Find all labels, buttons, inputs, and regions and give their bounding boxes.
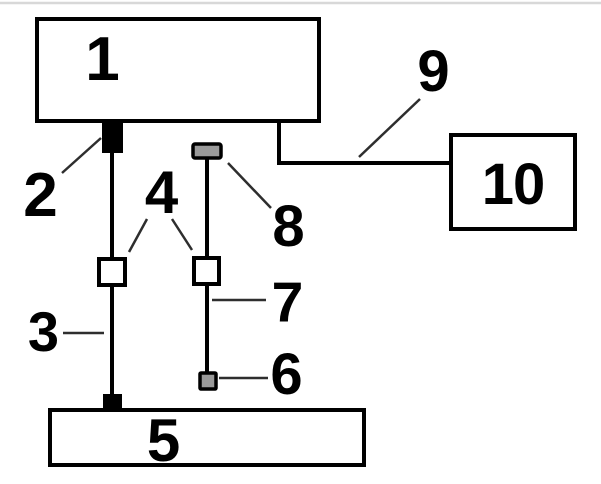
ref-label-10: 10: [481, 152, 546, 217]
box-10: [449, 133, 577, 231]
connector-9-line: [277, 121, 452, 165]
gray-tab-8: [191, 142, 223, 160]
pointer-line-4-left: [127, 218, 149, 253]
black-stub-on-box-5: [103, 394, 122, 409]
square-4b: [192, 256, 221, 286]
pointer-line-2: [61, 137, 102, 174]
ref-label-2: 2: [23, 161, 57, 230]
pointer-line-8: [227, 162, 272, 209]
square-4a: [97, 257, 127, 287]
box-1: [35, 17, 321, 123]
ref-label-7: 7: [271, 270, 304, 335]
ref-label-6: 6: [270, 342, 302, 407]
ref-label-1: 1: [85, 25, 119, 94]
pointer-line-4-right: [170, 218, 194, 251]
black-square-2: [102, 123, 123, 153]
ref-label-8: 8: [272, 194, 304, 259]
box-5: [48, 408, 366, 467]
ref-label-9: 9: [417, 39, 449, 104]
ref-label-3: 3: [27, 300, 59, 363]
ref-label-5: 5: [146, 407, 180, 474]
ref-label-4: 4: [144, 159, 178, 226]
pointer-line-9: [358, 98, 421, 158]
gray-square-6: [198, 371, 218, 391]
